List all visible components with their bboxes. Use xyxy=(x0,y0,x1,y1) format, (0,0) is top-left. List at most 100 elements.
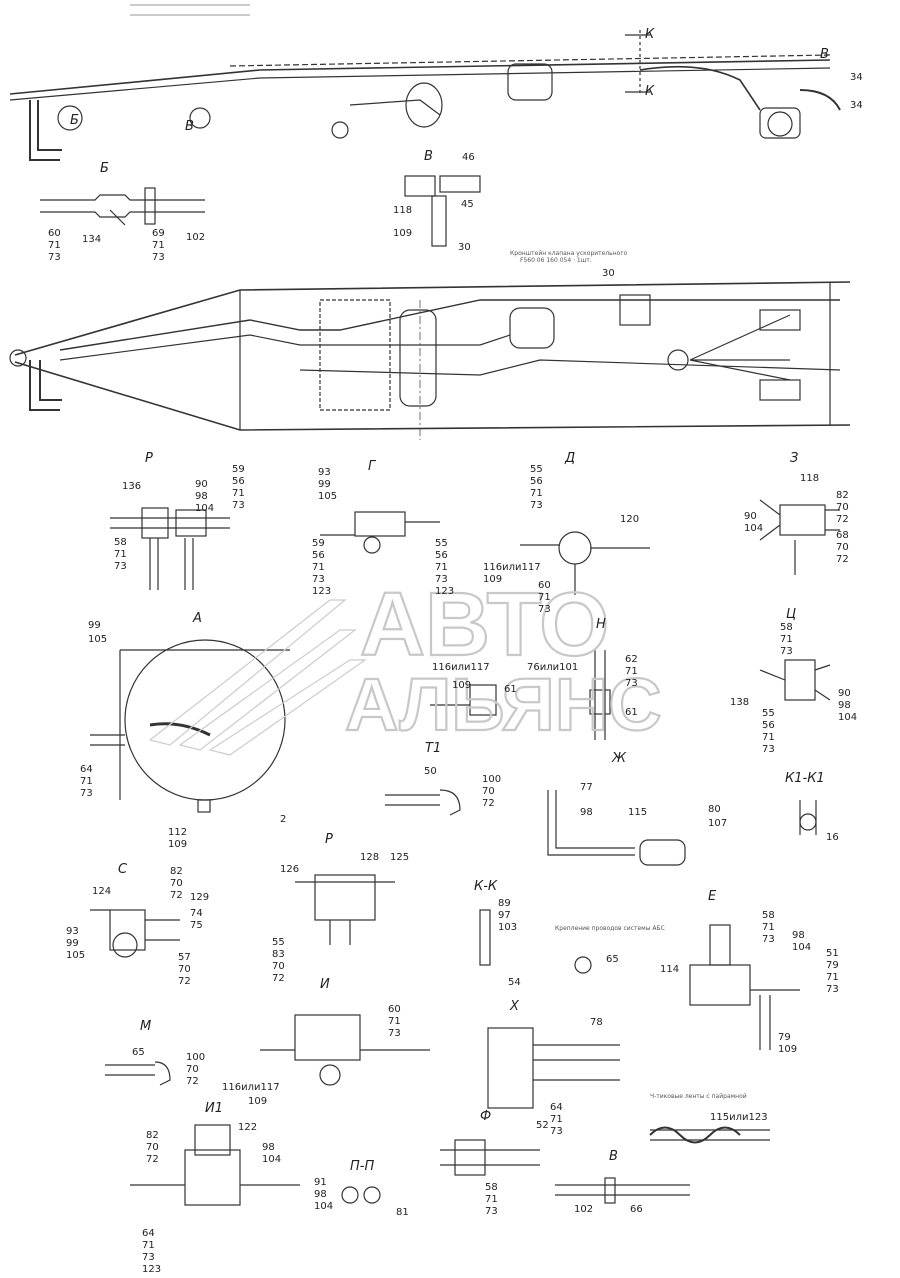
part-number-p123c: 123 xyxy=(142,1264,161,1275)
part-number-p56e: 56 xyxy=(762,720,775,731)
part-number-p71r: 71 xyxy=(485,1194,498,1205)
view-label-pp: П-П xyxy=(350,1159,374,1174)
part-number-p90b: 90 xyxy=(744,511,757,522)
part-number-p71g: 71 xyxy=(530,488,543,499)
part-number-p56d: 56 xyxy=(530,476,543,487)
part-number-p123a: 123 xyxy=(312,586,331,597)
part-number-p73g: 73 xyxy=(530,500,543,511)
caption-spiral: Ч-тиковые ленты с пайрамной xyxy=(650,1093,747,1100)
view-label-d: Д xyxy=(564,451,575,466)
part-number-p62: 62 xyxy=(625,654,638,665)
part-number-p105a: 105 xyxy=(318,491,337,502)
view-label-i: И xyxy=(320,977,330,992)
part-number-p71b: 71 xyxy=(152,240,165,251)
part-number-p71f: 71 xyxy=(435,562,448,573)
part-number-p50: 50 xyxy=(424,766,437,777)
part-number-p61b: 61 xyxy=(625,707,638,718)
view-label-vd: В xyxy=(424,149,433,164)
part-number-p73j: 73 xyxy=(625,678,638,689)
part-number-p118a: 118 xyxy=(393,205,412,216)
part-number-p73o: 73 xyxy=(388,1028,401,1039)
captions: Кронштейн клапана ускорительного F560 06… xyxy=(510,250,747,1100)
part-number-p64a: 64 xyxy=(80,764,93,775)
part-number-p100b: 100 xyxy=(186,1052,205,1063)
view-label-z: З xyxy=(790,451,798,466)
view-label-r2: Р xyxy=(325,832,333,847)
view-label-g: Г xyxy=(368,459,377,474)
caption-bracket-sub: F560 06 160 054 · 1шт. xyxy=(520,257,592,264)
part-number-p57: 57 xyxy=(178,952,191,963)
view-label-v_side: В xyxy=(185,119,194,134)
part-number-p72f: 72 xyxy=(272,973,285,984)
watermark-line1: АВТО xyxy=(360,575,609,675)
part-number-p65a: 65 xyxy=(606,954,619,965)
part-number-p98d: 98 xyxy=(792,930,805,941)
part-number-p102b: 102 xyxy=(574,1204,593,1215)
part-number-p71q: 71 xyxy=(142,1240,155,1251)
view-label-b_top: Б xyxy=(70,113,79,128)
part-number-p72e: 72 xyxy=(178,976,191,987)
part-number-p105b: 105 xyxy=(88,634,107,645)
caption-bracket: Кронштейн клапана ускорительного xyxy=(510,250,627,257)
part-number-p73p: 73 xyxy=(550,1126,563,1137)
part-number-p55d: 55 xyxy=(272,937,285,948)
part-number-p60c: 60 xyxy=(388,1004,401,1015)
part-number-p122: 122 xyxy=(238,1122,257,1133)
part-number-p124: 124 xyxy=(92,886,111,897)
part-number-p70a: 70 xyxy=(836,502,849,513)
part-number-p82b: 82 xyxy=(170,866,183,877)
part-number-p73f: 73 xyxy=(435,574,448,585)
part-number-p116c: 116или117 xyxy=(222,1082,280,1093)
part-number-p61a: 61 xyxy=(504,684,517,695)
part-number-p81: 81 xyxy=(396,1207,409,1218)
part-number-p72g: 72 xyxy=(186,1076,199,1087)
part-number-p97: 97 xyxy=(498,910,511,921)
view-label-s: С xyxy=(118,862,128,877)
part-number-p80: 80 xyxy=(708,804,721,815)
part-number-p116a: 116или117 xyxy=(483,562,541,573)
part-number-p99c: 99 xyxy=(66,938,79,949)
part-number-p109e: 109 xyxy=(778,1044,797,1055)
part-number-p59a: 59 xyxy=(232,464,245,475)
watermark-line2: АЛЬЯНС xyxy=(345,663,662,746)
part-number-p56b: 56 xyxy=(312,550,325,561)
part-number-p71a: 71 xyxy=(48,240,61,251)
view-label-e: Е xyxy=(708,889,717,904)
part-number-p90c: 90 xyxy=(838,688,851,699)
part-number-p51: 51 xyxy=(826,948,839,959)
view-label-vn: В xyxy=(820,47,829,62)
part-number-p64b: 64 xyxy=(550,1102,563,1113)
part-number-p98f: 98 xyxy=(314,1189,327,1200)
part-number-p56c: 56 xyxy=(435,550,448,561)
part-number-p109d: 109 xyxy=(452,680,471,691)
part-number-p72c: 72 xyxy=(482,798,495,809)
part-number-p126: 126 xyxy=(280,864,299,875)
part-number-p138: 138 xyxy=(730,697,749,708)
part-number-p112: 112 xyxy=(168,827,187,838)
part-number-p71j: 71 xyxy=(625,666,638,677)
part-number-p89: 89 xyxy=(498,898,511,909)
part-number-p71i: 71 xyxy=(80,776,93,787)
part-number-p125: 125 xyxy=(390,852,409,863)
part-number-p120: 120 xyxy=(620,514,639,525)
part-number-p73q: 73 xyxy=(142,1252,155,1263)
view-label-r: Р xyxy=(145,451,153,466)
part-number-p54: 54 xyxy=(508,977,521,988)
part-number-p66: 66 xyxy=(630,1204,643,1215)
view-label-ts: Ц xyxy=(786,607,796,622)
part-number-p72b: 72 xyxy=(836,554,849,565)
part-number-p34a: 34 xyxy=(850,72,863,83)
part-number-p71e: 71 xyxy=(312,562,325,573)
part-number-p55b: 55 xyxy=(530,464,543,475)
part-number-p46: 46 xyxy=(462,152,475,163)
part-number-p93a: 93 xyxy=(318,467,331,478)
part-number-p73m: 73 xyxy=(762,934,775,945)
part-number-p55a: 55 xyxy=(435,538,448,549)
part-number-p68: 68 xyxy=(836,530,849,541)
part-number-p79b: 79 xyxy=(778,1032,791,1043)
part-number-p73h: 73 xyxy=(538,604,551,615)
part-number-p105c: 105 xyxy=(66,950,85,961)
part-number-p70e: 70 xyxy=(178,964,191,975)
